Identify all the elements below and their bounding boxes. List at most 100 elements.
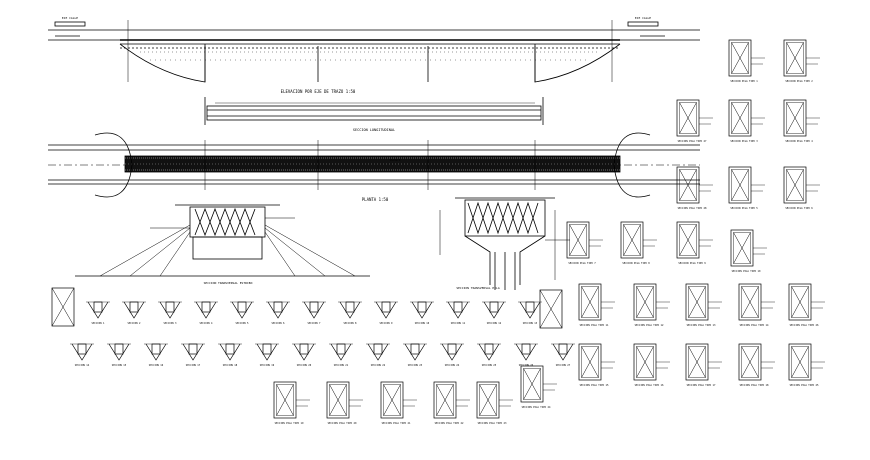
small-section-label: SECCION 26 [519,364,534,367]
small-section-label: SECCION 24 [445,364,460,367]
small-section-label: SECCION 10 [415,322,430,325]
small-section-detail [144,343,168,361]
small-section-label: SECCION 8 [344,322,358,325]
column-section-label: SECCION PILA TIPO 23 [478,422,507,425]
column-section-detail [730,229,767,267]
plan-label: PLANTA 1:50 [362,197,389,202]
column-section-label: SECCION PILA TIPO 16 [635,384,664,387]
column-section-label: SECCION PILA TIPO 20 [328,422,357,425]
small-section-detail [551,343,575,361]
small-section-label: SECCION 21 [334,364,349,367]
left-axis-box: EJE CALLE [62,16,78,20]
small-section-label: SECCION 13 [523,322,538,325]
column-section-label: SECCION PILA TIPO 28 [678,207,707,210]
small-section-label: SECCION 7 [308,322,322,325]
column-section-detail [578,343,615,381]
column-section-label: SECCION PILA TIPO 3 [730,140,758,143]
column-section-detail [566,221,603,259]
column-section-detail [476,381,513,419]
small-section-detail [338,301,362,319]
column-section-label: SECCION PILA TIPO 8 [622,262,650,265]
column-section-detail [685,343,722,381]
small-section-label: SECCION 1 [92,322,106,325]
column-section-detail [633,283,670,321]
column-section-label: SECCION PILA TIPO 19 [275,422,304,425]
column-section-detail [728,39,765,77]
small-section-label: SECCION 25 [482,364,497,367]
right-axis-box: EJE CALLE [635,16,651,20]
column-section-detail [783,39,820,77]
viaduct-label: PUENTE [390,158,401,162]
small-section-label: SECCION 2 [128,322,142,325]
column-section-detail [788,283,825,321]
column-section-detail [676,221,713,259]
small-section-label: SECCION 5 [236,322,250,325]
column-section-detail [433,381,470,419]
column-section-label: SECCION PILA TIPO 9 [678,262,706,265]
small-section-label: SECCION 22 [371,364,386,367]
small-section-label: SECCION 9 [380,322,394,325]
small-section-detail [374,301,398,319]
column-section-label: SECCION PILA TIPO 25 [790,384,819,387]
section-title: SECCION LONGITUDINAL [353,128,395,132]
girder-longitudinal-section [204,97,544,125]
bridge-plan [48,132,700,198]
column-section-label: SECCION PILA TIPO 18 [740,384,769,387]
small-section-label: SECCION 6 [272,322,286,325]
column-section-detail [326,381,363,419]
small-section-label: SECCION 15 [112,364,127,367]
column-section-detail [273,381,310,419]
small-section-detail [158,301,182,319]
small-section-detail [518,301,542,319]
small-section-detail [194,301,218,319]
column-section-detail [738,343,775,381]
column-section-label: SECCION PILA TIPO 24 [522,406,551,409]
column-section-detail [783,166,820,204]
small-section-label: SECCION 3 [164,322,178,325]
small-section-detail [366,343,390,361]
column-section-detail [380,381,417,419]
pier-section [439,197,570,290]
column-section-label: SECCION PILA TIPO 7 [568,262,596,265]
column-section-label: SECCION PILA TIPO 21 [382,422,411,425]
small-section-detail [440,343,464,361]
small-section-detail [70,343,94,361]
small-section-detail [477,343,501,361]
column-section-detail [676,166,713,204]
column-section-detail [520,365,557,403]
small-section-label: SECCION 4 [200,322,214,325]
small-section-label: SECCION 23 [408,364,423,367]
small-section-label: SECCION 12 [487,322,502,325]
column-section-detail [728,166,765,204]
small-section-detail [514,343,538,361]
column-section-label: SECCION PILA TIPO 1 [730,80,758,83]
small-section-detail [218,343,242,361]
abutment-title: SECCION TRANSVERSAL ESTRIBO [204,281,253,285]
column-section-label: SECCION PILA TIPO 27 [678,140,707,143]
column-section-detail [676,99,713,137]
column-section-label: SECCION PILA TIPO 10 [732,270,761,273]
small-section-label: SECCION 17 [186,364,201,367]
column-section-detail [578,283,615,321]
column-section-label: SECCION PILA TIPO 6 [785,207,813,210]
small-section-detail [292,343,316,361]
small-section-label: SECCION 16 [149,364,164,367]
column-section-detail [685,283,722,321]
small-section-detail [107,343,131,361]
small-section-detail [403,343,427,361]
small-section-detail [302,301,326,319]
small-section-detail [410,301,434,319]
small-section-detail [266,301,290,319]
column-section-label: SECCION PILA TIPO 12 [635,324,664,327]
pier-section-title: SECCION TRANSVERSAL PILA [456,286,500,290]
small-section-label: SECCION 18 [223,364,238,367]
small-section-label: SECCION 19 [260,364,275,367]
small-section-detail [482,301,506,319]
small-section-label: SECCION 11 [451,322,466,325]
column-section-detail [620,221,657,259]
small-section-label: SECCION 14 [75,364,90,367]
column-section-label: SECCION PILA TIPO 26 [790,324,819,327]
column-section-label: SECCION PILA TIPO 2 [785,80,813,83]
column-section-detail [738,283,775,321]
column-section-detail [788,343,825,381]
